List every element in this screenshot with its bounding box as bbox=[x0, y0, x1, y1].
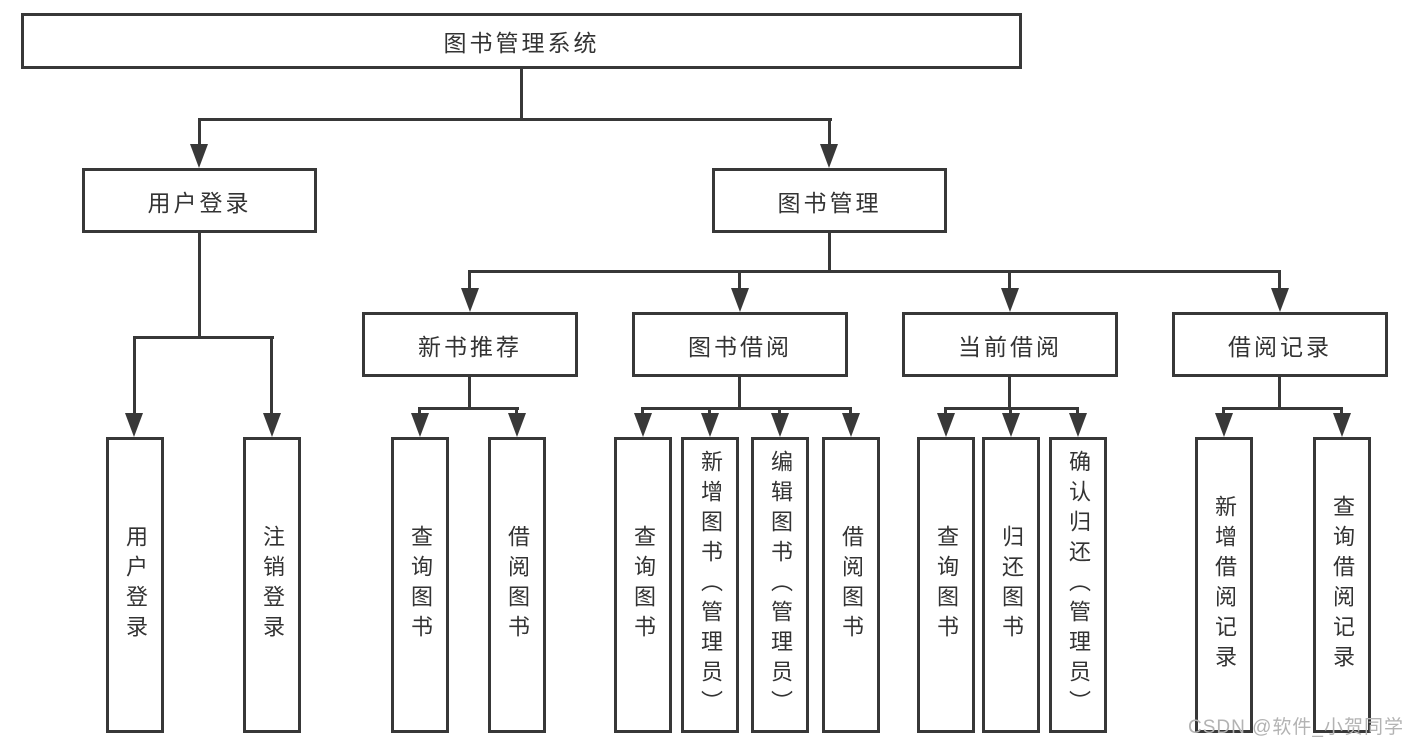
leaf-query-borrow-record: 查询借阅记录 bbox=[1313, 437, 1371, 733]
arrow-bb-leaf2-icon bbox=[701, 413, 719, 437]
connector-to-leaf-login-stem bbox=[133, 336, 136, 413]
leaf-logout: 注销登录 bbox=[243, 437, 301, 733]
arrow-to-leaf-logout-icon bbox=[263, 413, 281, 437]
arrow-to-new-book-icon bbox=[461, 288, 479, 312]
arrow-to-records-icon bbox=[1271, 288, 1289, 312]
node-root-library-management-system: 图书管理系统 bbox=[21, 13, 1022, 69]
connector-bb-leaf3-stem bbox=[778, 407, 781, 413]
leaf-confirm-return-admin-label: 确认归还（管理员） bbox=[1066, 450, 1091, 720]
leaf-edit-books-admin-label: 编辑图书（管理员） bbox=[768, 450, 793, 720]
connector-nb-leaf1-stem bbox=[418, 407, 421, 413]
connector-to-book-management-stem bbox=[828, 118, 831, 144]
leaf-return-books: 归还图书 bbox=[982, 437, 1040, 733]
leaf-edit-books-admin: 编辑图书（管理员） bbox=[751, 437, 809, 733]
arrow-to-leaf-login-icon bbox=[125, 413, 143, 437]
arrow-cb-leaf2-icon bbox=[1002, 413, 1020, 437]
node-user-login: 用户登录 bbox=[82, 168, 317, 233]
connector-to-records-stem bbox=[1278, 270, 1281, 288]
leaf-query-books-current: 查询图书 bbox=[917, 437, 975, 733]
arrow-to-user-login-icon bbox=[190, 144, 208, 168]
connector-user-login-bar bbox=[133, 336, 274, 339]
arrow-bb-leaf3-icon bbox=[771, 413, 789, 437]
connector-bb-leaf2-stem bbox=[708, 407, 711, 413]
arrow-nb-leaf1-icon bbox=[411, 413, 429, 437]
connector-new-book-stem bbox=[468, 377, 471, 407]
leaf-borrow-books-borrowing: 借阅图书 bbox=[822, 437, 880, 733]
node-book-management: 图书管理 bbox=[712, 168, 947, 233]
connector-borrowing-bar bbox=[641, 407, 852, 410]
leaf-borrow-books-recommend-label: 借阅图书 bbox=[505, 525, 530, 645]
node-book-borrowing: 图书借阅 bbox=[632, 312, 848, 377]
connector-root-bar bbox=[198, 118, 832, 121]
connector-to-leaf-logout-stem bbox=[270, 336, 273, 413]
leaf-query-borrow-record-label: 查询借阅记录 bbox=[1330, 495, 1355, 675]
connector-cb-leaf3-stem bbox=[1076, 407, 1079, 413]
connector-cb-leaf1-stem bbox=[944, 407, 947, 413]
connector-br-leaf2-stem bbox=[1340, 407, 1343, 413]
arrow-to-borrowing-icon bbox=[731, 288, 749, 312]
leaf-query-books-current-label: 查询图书 bbox=[934, 525, 959, 645]
leaf-add-books-admin: 新增图书（管理员） bbox=[681, 437, 739, 733]
connector-bb-leaf1-stem bbox=[641, 407, 644, 413]
connector-br-leaf1-stem bbox=[1222, 407, 1225, 413]
leaf-confirm-return-admin: 确认归还（管理员） bbox=[1049, 437, 1107, 733]
arrow-to-book-management-icon bbox=[820, 144, 838, 168]
leaf-user-login: 用户登录 bbox=[106, 437, 164, 733]
connector-to-current-stem bbox=[1008, 270, 1011, 288]
arrow-cb-leaf1-icon bbox=[937, 413, 955, 437]
leaf-query-books-borrowing-label: 查询图书 bbox=[631, 525, 656, 645]
arrow-nb-leaf2-icon bbox=[508, 413, 526, 437]
arrow-br-leaf1-icon bbox=[1215, 413, 1233, 437]
connector-book-management-bar bbox=[468, 270, 1281, 273]
connector-cb-leaf2-stem bbox=[1009, 407, 1012, 413]
arrow-bb-leaf4-icon bbox=[842, 413, 860, 437]
connector-book-management-stem bbox=[828, 233, 831, 270]
arrow-to-current-icon bbox=[1001, 288, 1019, 312]
connector-bb-leaf4-stem bbox=[849, 407, 852, 413]
connector-current-stem bbox=[1008, 377, 1011, 407]
connector-to-user-login-stem bbox=[198, 118, 201, 144]
connector-new-book-bar bbox=[418, 407, 519, 410]
connector-to-borrowing-stem bbox=[738, 270, 741, 288]
arrow-bb-leaf1-icon bbox=[634, 413, 652, 437]
csdn-watermark: CSDN @软件_小贺同学 bbox=[1188, 717, 1404, 738]
leaf-add-books-admin-label: 新增图书（管理员） bbox=[698, 450, 723, 720]
node-borrowing-records: 借阅记录 bbox=[1172, 312, 1388, 377]
node-current-borrowing: 当前借阅 bbox=[902, 312, 1118, 377]
leaf-borrow-books-recommend: 借阅图书 bbox=[488, 437, 546, 733]
leaf-borrow-books-borrowing-label: 借阅图书 bbox=[839, 525, 864, 645]
connector-root-stem bbox=[520, 69, 523, 118]
leaf-add-borrow-record: 新增借阅记录 bbox=[1195, 437, 1253, 733]
connector-records-stem bbox=[1278, 377, 1281, 407]
node-new-book-recommendation: 新书推荐 bbox=[362, 312, 578, 377]
connector-borrowing-stem bbox=[738, 377, 741, 407]
connector-records-bar bbox=[1222, 407, 1343, 410]
leaf-query-books-borrowing: 查询图书 bbox=[614, 437, 672, 733]
leaf-logout-label: 注销登录 bbox=[260, 525, 285, 645]
arrow-br-leaf2-icon bbox=[1333, 413, 1351, 437]
leaf-query-books-recommend: 查询图书 bbox=[391, 437, 449, 733]
leaf-query-books-recommend-label: 查询图书 bbox=[408, 525, 433, 645]
leaf-add-borrow-record-label: 新增借阅记录 bbox=[1212, 495, 1237, 675]
leaf-return-books-label: 归还图书 bbox=[999, 525, 1024, 645]
connector-nb-leaf2-stem bbox=[515, 407, 518, 413]
connector-to-new-book-stem bbox=[468, 270, 471, 288]
arrow-cb-leaf3-icon bbox=[1069, 413, 1087, 437]
connector-user-login-stem bbox=[198, 233, 201, 336]
leaf-user-login-label: 用户登录 bbox=[123, 525, 148, 645]
